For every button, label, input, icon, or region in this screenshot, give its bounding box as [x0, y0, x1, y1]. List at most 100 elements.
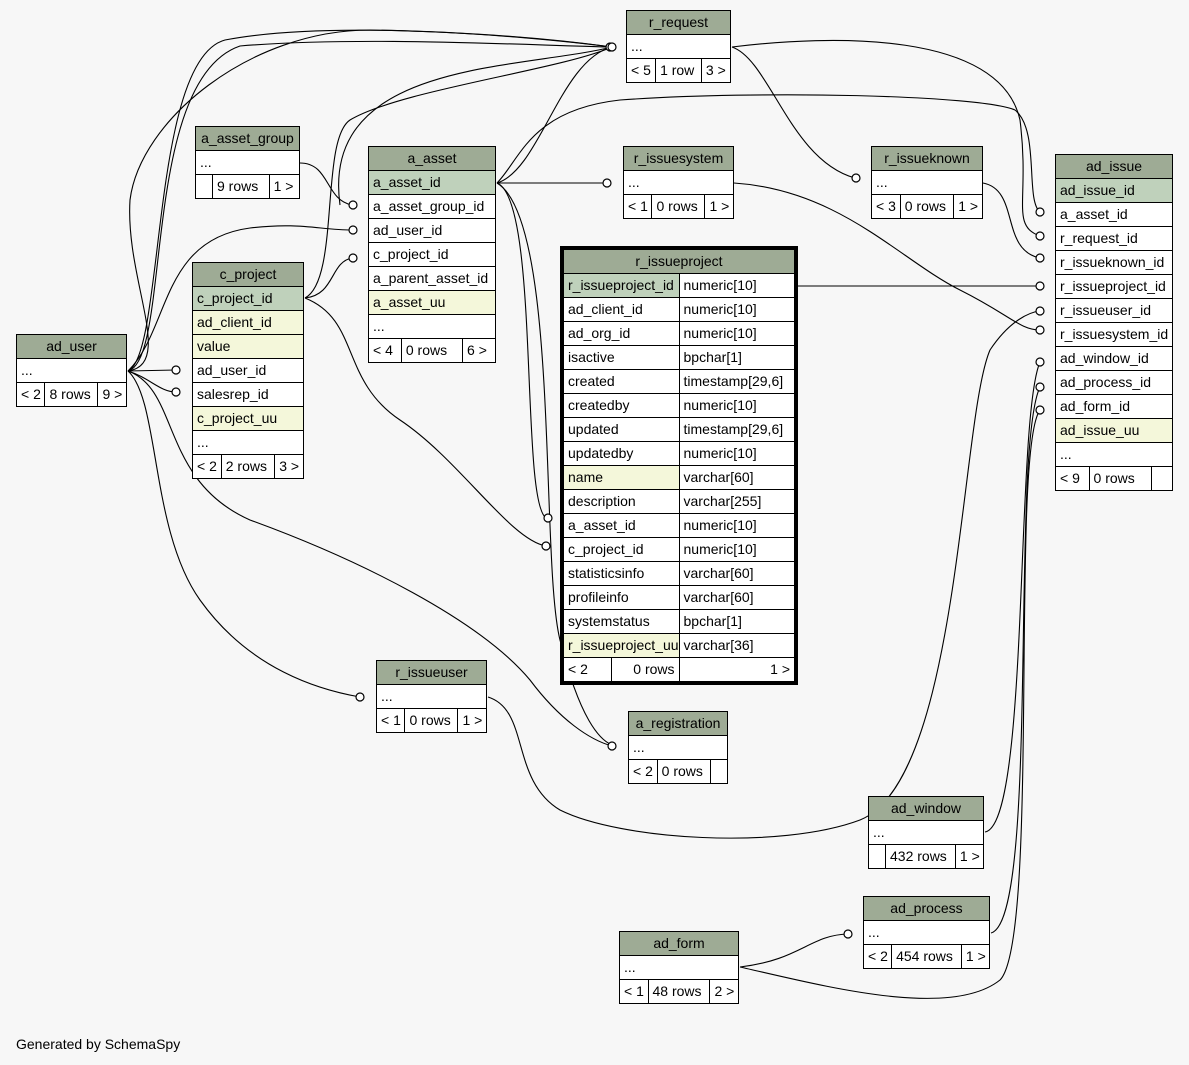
column-type: numeric[10] — [678, 441, 796, 466]
edge-c_project-r_request — [304, 46, 613, 299]
table-title[interactable]: r_issueknown — [871, 146, 983, 171]
table-a_registration[interactable]: a_registration ... < 2 0 rows — [628, 711, 728, 784]
nav-prev[interactable]: < 2 — [15, 382, 46, 407]
nav-prev[interactable] — [195, 174, 213, 199]
column-ad_client_id: ad_client_id — [192, 310, 304, 335]
column-c_project_id: c_project_id — [368, 242, 496, 267]
edge-ad_user-c_project-1 — [127, 369, 177, 372]
nav-next[interactable] — [710, 759, 728, 784]
table-ad_user[interactable]: ad_user ... < 2 8 rows 9 > — [15, 334, 127, 407]
table-r_issuesystem[interactable]: r_issuesystem ... < 1 0 rows 1 > — [622, 146, 734, 219]
nav-prev[interactable]: < 5 — [625, 58, 657, 83]
table-title[interactable]: r_issueuser — [376, 660, 487, 685]
nav-prev[interactable]: < 2 — [192, 454, 222, 479]
column-r_request_id: r_request_id — [1055, 226, 1173, 251]
row-count: 1 row — [655, 58, 702, 83]
row-count: 48 rows — [647, 979, 711, 1004]
nav-next[interactable]: 2 > — [709, 979, 739, 1004]
nav-prev[interactable]: < 4 — [368, 338, 402, 363]
column-a_asset_id: a_asset_id — [368, 170, 496, 195]
table-row: ... — [1055, 442, 1173, 467]
nav-prev[interactable]: < 2 — [862, 944, 893, 969]
table-c_project[interactable]: c_project c_project_id ad_client_id valu… — [192, 262, 304, 479]
table-r_issueknown[interactable]: r_issueknown ... < 3 0 rows 1 > — [871, 146, 983, 219]
table-title[interactable]: r_issueproject — [563, 249, 795, 274]
column-name: description — [563, 489, 680, 514]
table-title[interactable]: ad_process — [863, 896, 990, 921]
table-ad_process[interactable]: ad_process ... < 2 454 rows 1 > — [862, 896, 991, 969]
nav-next[interactable]: 1 > — [954, 844, 985, 869]
table-title[interactable]: a_registration — [628, 711, 728, 736]
table-title[interactable]: ad_user — [16, 334, 127, 359]
column-ad_user_id: ad_user_id — [368, 218, 496, 243]
column-name: name — [563, 465, 680, 490]
column-name: a_asset_id — [563, 513, 680, 538]
column-r_issueuser_id: r_issueuser_id — [1055, 298, 1173, 323]
nav-next[interactable]: 1 > — [960, 944, 991, 969]
nav-next[interactable]: 1 > — [457, 708, 487, 733]
row-count: 0 rows — [656, 759, 712, 784]
row-count: 454 rows — [891, 944, 962, 969]
nav-prev[interactable]: < 1 — [375, 708, 406, 733]
table-a_asset_group[interactable]: a_asset_group ... 9 rows 1 > — [195, 126, 301, 199]
nav-prev[interactable]: < 9 — [1055, 466, 1090, 491]
nav-prev[interactable]: < 2 — [563, 657, 612, 682]
nav-prev[interactable]: < 1 — [619, 979, 649, 1004]
table-title[interactable]: ad_form — [619, 931, 739, 956]
table-title[interactable]: a_asset — [368, 146, 496, 171]
nav-next[interactable]: 1 > — [953, 194, 983, 219]
nav-next[interactable]: 1 > — [268, 174, 301, 199]
table-title[interactable]: a_asset_group — [195, 126, 300, 151]
column-salesrep_id: salesrep_id — [192, 382, 304, 407]
column-name: c_project_id — [563, 537, 680, 562]
nav-prev[interactable]: < 3 — [871, 194, 901, 219]
column-ad_user_id: ad_user_id — [192, 358, 304, 383]
table-row: ... — [623, 170, 734, 195]
table-title[interactable]: r_request — [626, 10, 731, 35]
nav-next[interactable]: 3 > — [700, 58, 732, 83]
edge-ad_user-a_registration — [127, 370, 613, 747]
table-ad_form[interactable]: ad_form ... < 1 48 rows 2 > — [619, 931, 739, 1004]
table-r_request[interactable]: r_request ... < 5 1 row 3 > — [625, 10, 732, 83]
column-name: r_issueproject_uu — [563, 633, 680, 658]
column-type: varchar[60] — [678, 585, 796, 610]
nav-prev[interactable]: < 1 — [622, 194, 653, 219]
nav-next[interactable]: 3 > — [274, 454, 304, 479]
table-ad_window[interactable]: ad_window ... 432 rows 1 > — [868, 796, 985, 869]
column-a_asset_group_id: a_asset_group_id — [368, 194, 496, 219]
table-ad_issue[interactable]: ad_issue ad_issue_id a_asset_id r_reques… — [1055, 154, 1173, 491]
column-ad_window_id: ad_window_id — [1055, 346, 1173, 371]
column-type: varchar[60] — [678, 561, 796, 586]
nav-next[interactable]: 9 > — [97, 382, 127, 407]
nav-prev[interactable] — [868, 844, 886, 869]
column-type: numeric[10] — [678, 273, 796, 298]
nav-next[interactable]: 1 > — [704, 194, 734, 219]
table-row: ... — [863, 920, 990, 945]
column-type: numeric[10] — [678, 393, 796, 418]
edge-a_asset_group-a_asset — [299, 162, 353, 206]
table-title[interactable]: ad_window — [868, 796, 984, 821]
row-count: 8 rows — [44, 382, 99, 407]
table-r_issueuser[interactable]: r_issueuser ... < 1 0 rows 1 > — [375, 660, 487, 733]
nav-next[interactable]: 6 > — [462, 338, 496, 363]
table-a_asset[interactable]: a_asset a_asset_id a_asset_group_id ad_u… — [368, 146, 496, 363]
column-a_parent_asset_id: a_parent_asset_id — [368, 266, 496, 291]
table-title[interactable]: ad_issue — [1055, 154, 1173, 179]
table-title[interactable]: r_issuesystem — [623, 146, 734, 171]
nav-next[interactable] — [1151, 466, 1173, 491]
table-title[interactable]: c_project — [192, 262, 304, 287]
nav-prev[interactable]: < 2 — [628, 759, 658, 784]
column-type: varchar[60] — [678, 465, 796, 490]
edge-r_issuesystem-ad_issue — [733, 182, 1041, 331]
nav-next[interactable]: 1 > — [678, 657, 796, 682]
edge-ad_process-ad_issue — [990, 386, 1041, 934]
